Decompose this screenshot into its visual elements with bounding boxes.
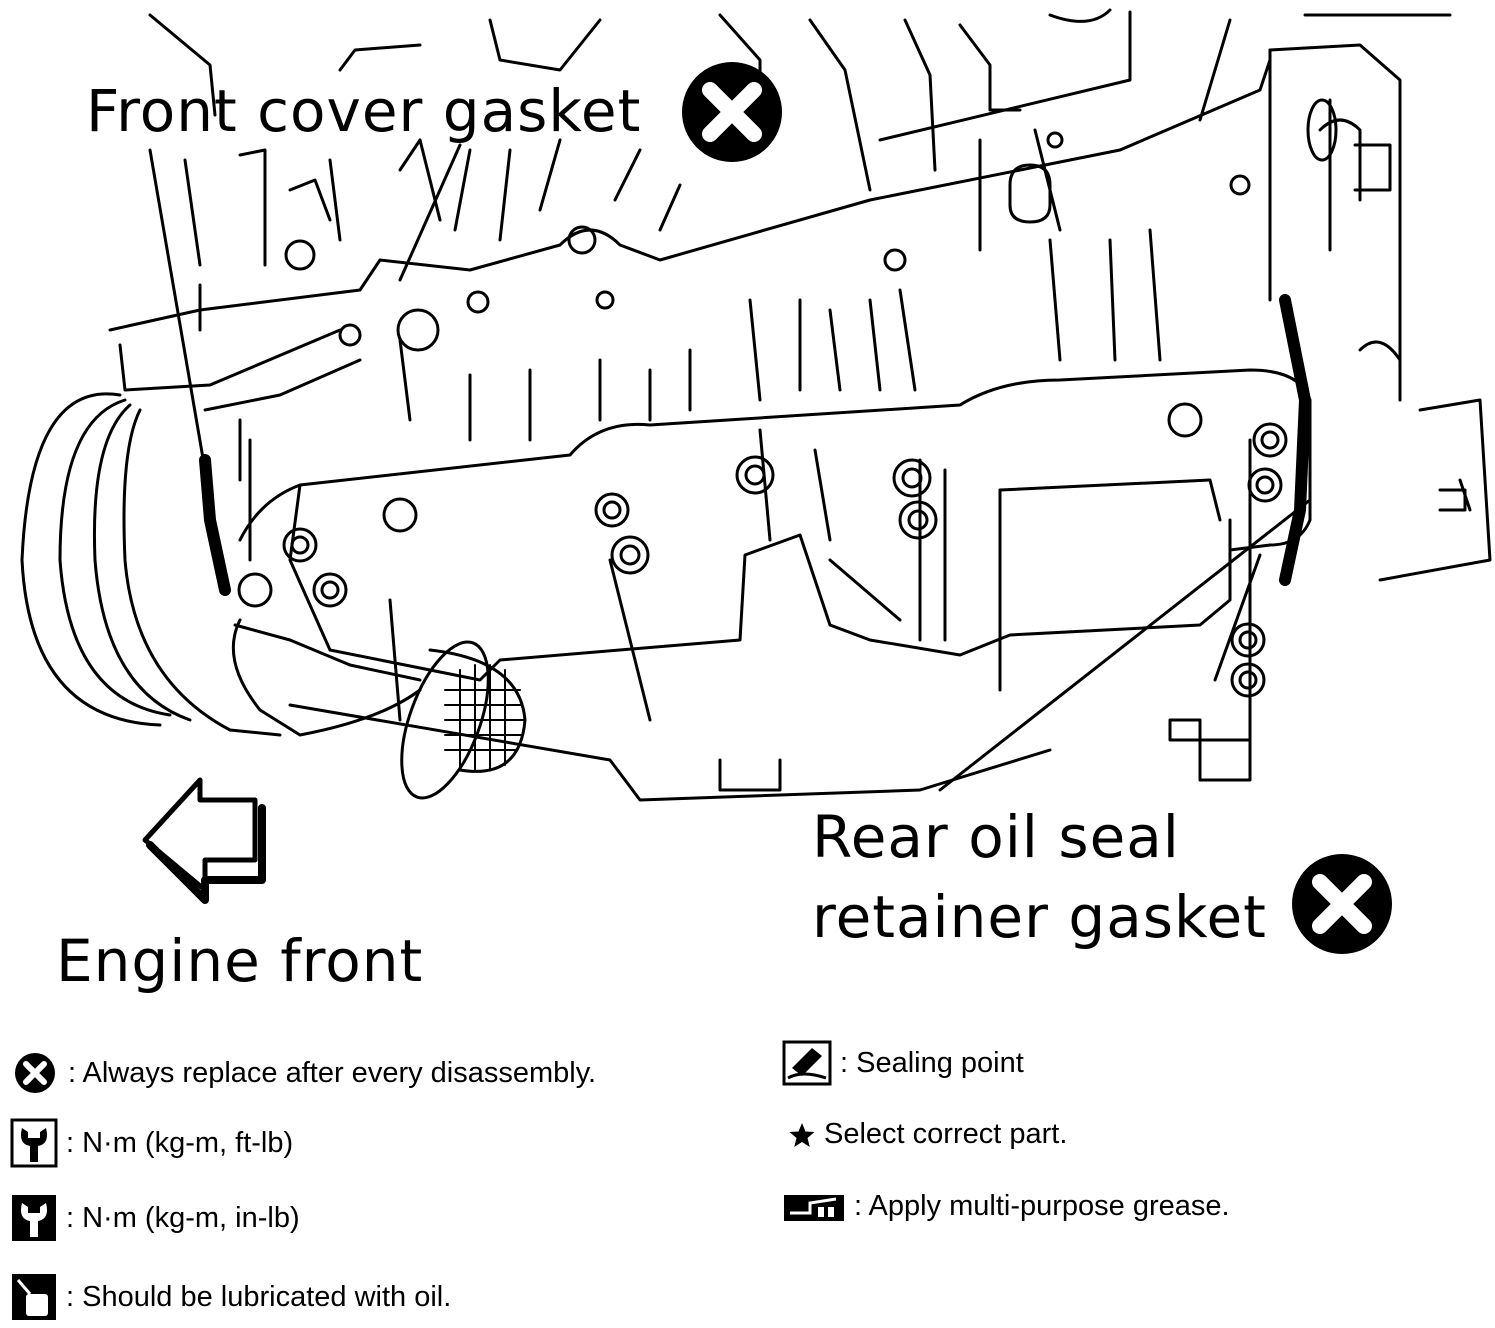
crankshaft-pulley <box>20 392 282 737</box>
front-cover-gasket-label: Front cover gasket <box>86 77 642 145</box>
rear-oil-seal-label-line1: Rear oil seal <box>812 803 1180 871</box>
leader-rear-seal <box>938 498 1312 792</box>
legend-lubricate-text: : Should be lubricated with oil. <box>66 1280 452 1313</box>
rear-oil-seal-label-line2: retainer gasket <box>812 883 1267 951</box>
engine-block-outline <box>148 8 1492 582</box>
x-circle-icon <box>682 62 782 162</box>
x-circle-icon <box>1292 854 1392 954</box>
oil-can-icon <box>12 1274 56 1320</box>
legend-torque-in: : N·m (kg-m, in-lb) <box>10 1193 300 1243</box>
legend-sealing: : Sealing point <box>782 1040 1024 1086</box>
leader-lines <box>148 143 1312 792</box>
sealant-tube-icon <box>782 1040 832 1086</box>
legend-torque-ft-text: : N·m (kg-m, ft-lb) <box>66 1126 294 1159</box>
grease-gun-icon <box>784 1194 844 1221</box>
legend-lubricate: : Should be lubricated with oil. <box>10 1272 451 1322</box>
legend-select: Select correct part. <box>788 1118 1067 1151</box>
legend-sealing-text: : Sealing point <box>840 1046 1024 1079</box>
legend-replace-text: : Always replace after every disassembly… <box>68 1056 597 1089</box>
legend-torque-in-text: : N·m (kg-m, in-lb) <box>66 1201 300 1234</box>
wrench-filled-icon <box>12 1195 56 1241</box>
front-cover <box>108 58 1272 482</box>
wrench-icon <box>10 1118 58 1168</box>
legend-replace: : Always replace after every disassembly… <box>10 1052 596 1094</box>
leader-front-cover-2 <box>398 143 462 282</box>
legend-grease: : Apply multi-purpose grease. <box>782 1190 1230 1223</box>
x-circle-icon <box>15 1053 55 1093</box>
bolts <box>237 402 1288 698</box>
legend-torque-ft: : N·m (kg-m, ft-lb) <box>10 1118 293 1168</box>
gasket-seals <box>199 294 1311 596</box>
star-icon <box>789 1122 815 1147</box>
legend-grease-text: : Apply multi-purpose grease. <box>854 1190 1230 1222</box>
arrow-left-icon <box>142 777 266 904</box>
legend-select-text: Select correct part. <box>824 1118 1068 1150</box>
engine-front-label: Engine front <box>56 927 424 995</box>
oil-strainer <box>231 618 527 800</box>
leader-front-cover <box>148 148 207 472</box>
oil-pan <box>238 228 1312 802</box>
